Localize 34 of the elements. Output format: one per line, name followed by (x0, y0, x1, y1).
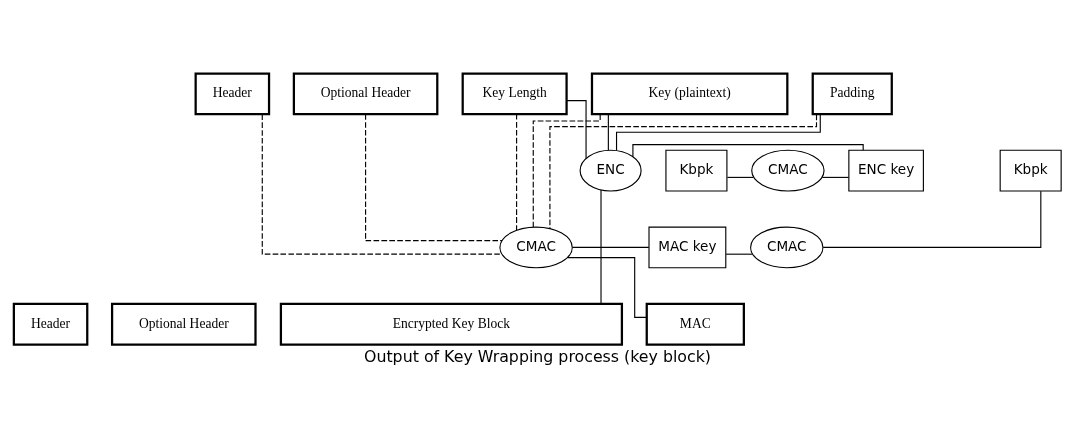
connector (600, 189, 602, 304)
node-box: Key Length (461, 71, 568, 115)
node-box: Encrypted Key Block (279, 302, 624, 346)
connector (549, 113, 818, 229)
connector (532, 113, 601, 228)
connector (261, 113, 503, 255)
node-ellipse: ENC (579, 149, 642, 191)
connector (632, 143, 864, 157)
connector (566, 99, 587, 159)
connector (615, 113, 821, 151)
connector (365, 113, 503, 241)
node-box: Padding (811, 71, 893, 115)
node-box: Kbpk (999, 149, 1062, 191)
connector (516, 113, 518, 231)
connector (607, 113, 609, 151)
caption: Output of Key Wrapping process (key block) (363, 346, 712, 366)
node-box: Optional Header (292, 71, 439, 115)
connector (726, 176, 755, 178)
node-box: ENC key (848, 149, 924, 191)
connector (567, 256, 648, 318)
node-box: MAC key (648, 226, 727, 268)
connector (725, 253, 754, 255)
node-box: Key (plaintext) (590, 71, 789, 115)
node-box: Header (194, 71, 271, 115)
node-ellipse: CMAC (750, 226, 824, 268)
node-box: Kbpk (665, 149, 728, 191)
node-box: Optional Header (110, 302, 257, 346)
node-ellipse: CMAC (751, 149, 825, 191)
connector (821, 176, 850, 178)
connector (571, 246, 650, 248)
node-ellipse: CMAC (499, 226, 573, 268)
node-box: MAC (645, 302, 745, 346)
connector (822, 190, 1042, 248)
node-box: Header (12, 302, 89, 346)
